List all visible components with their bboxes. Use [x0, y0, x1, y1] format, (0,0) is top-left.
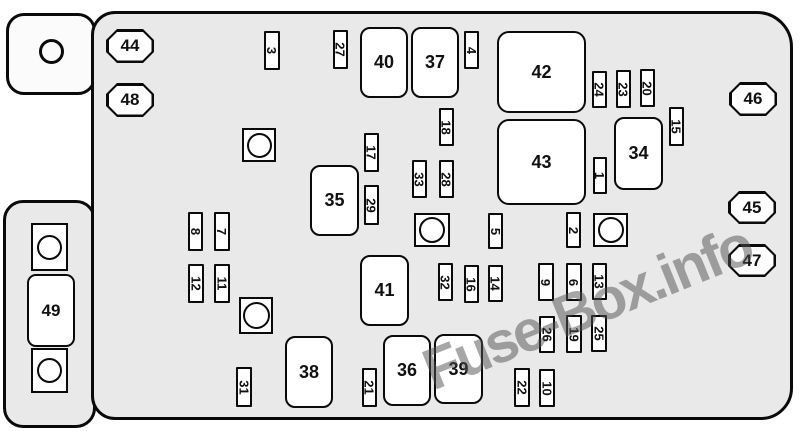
relay-socket-icon [414, 213, 450, 247]
fuse-20: 20 [640, 69, 655, 107]
relay-42: 42 [497, 31, 586, 113]
relay-40: 40 [360, 27, 408, 98]
fuse-11: 11 [214, 264, 230, 303]
relay-40-label: 40 [373, 52, 395, 72]
terminal-hole-icon [37, 358, 62, 383]
relay-36-label: 36 [396, 360, 418, 380]
relay-34: 34 [614, 117, 663, 190]
terminal-hole-icon [37, 234, 62, 260]
relay-34-label: 34 [628, 143, 649, 163]
maxi-fuse-terminal-top [31, 223, 68, 271]
relay-socket-icon [239, 297, 273, 334]
relay-42-label: 42 [531, 61, 552, 82]
fuse-49-label: 49 [41, 300, 61, 320]
relay-43-label: 43 [531, 151, 552, 172]
relay-41: 41 [360, 255, 409, 326]
relay-35: 35 [310, 165, 359, 236]
relay-39-label: 39 [448, 358, 469, 379]
fuse-25: 25 [591, 315, 607, 352]
fuse-13: 13 [592, 263, 607, 300]
fuse-15: 15 [669, 107, 684, 146]
fuse-44: 44 [106, 29, 154, 63]
relay-39: 39 [434, 334, 483, 404]
fuse-44-label: 44 [120, 36, 140, 55]
fuse-18: 18 [439, 108, 454, 146]
relay-37: 37 [411, 27, 459, 98]
fuse-6: 6 [566, 263, 582, 301]
fuse-8: 8 [188, 212, 203, 251]
fuse-21: 21 [362, 368, 377, 407]
fuse-31: 31 [236, 367, 252, 407]
fuse-12: 12 [188, 264, 204, 303]
fuse-32: 32 [438, 263, 453, 301]
fuse-47: 47 [728, 244, 776, 277]
fuse-27: 27 [333, 30, 348, 69]
fuse-23: 23 [616, 70, 631, 108]
relay-41-label: 41 [374, 280, 395, 300]
fuse-46: 46 [729, 82, 777, 116]
relay-36: 36 [383, 335, 431, 406]
fuse-22: 22 [514, 368, 530, 407]
fuse-14: 14 [488, 265, 503, 302]
mounting-tab-top-left [6, 13, 96, 95]
relay-35-label: 35 [324, 190, 345, 210]
fuse-29: 29 [364, 185, 379, 225]
relay-43: 43 [497, 119, 586, 205]
relay-38: 38 [285, 336, 333, 408]
fuse-16: 16 [464, 265, 479, 303]
fuse-45-label: 45 [742, 197, 762, 217]
fuse-26: 26 [539, 316, 555, 353]
fuse-9: 9 [538, 263, 554, 301]
fuse-24: 24 [592, 71, 607, 108]
relay-socket-icon [242, 128, 276, 162]
fuse-48-label: 48 [120, 90, 140, 109]
fuse-19: 19 [566, 315, 582, 353]
fuse-47-label: 47 [742, 250, 762, 270]
fuse-17: 17 [364, 133, 379, 172]
fuse-10: 10 [539, 369, 555, 407]
fuse-1: 1 [592, 157, 607, 194]
fuse-48: 48 [106, 83, 154, 117]
fuse-46-label: 46 [743, 89, 763, 108]
fuse-45: 45 [728, 191, 776, 224]
fuse-4: 4 [464, 31, 479, 69]
fuse-3: 3 [264, 31, 280, 70]
mounting-hole-top [39, 39, 64, 64]
fuse-33: 33 [412, 160, 427, 198]
relay-38-label: 38 [298, 361, 320, 382]
fuse-7: 7 [214, 212, 230, 251]
fuse-5: 5 [488, 213, 503, 249]
fuse-2: 2 [566, 212, 581, 248]
relay-37-label: 37 [424, 52, 446, 72]
maxi-fuse-terminal-bottom [31, 348, 68, 393]
fuse-49: 49 [27, 274, 75, 347]
relay-socket-icon [593, 213, 628, 247]
fuse-28: 28 [439, 160, 454, 198]
